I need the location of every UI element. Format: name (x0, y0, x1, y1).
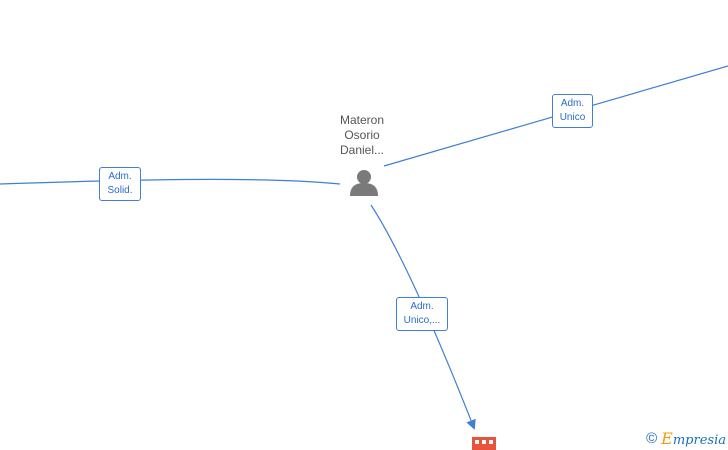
edge-line-unico2 (370, 204, 476, 430)
brand-rest: mpresia (672, 433, 726, 448)
building-icon[interactable] (472, 437, 496, 450)
edge-line-solid (0, 178, 341, 185)
empresia-watermark: © Empresia (646, 429, 726, 448)
edge-label-adm-unico-truncated[interactable]: Adm. Unico,... (396, 297, 448, 331)
edge-label-line-2: Unico,... (403, 315, 441, 326)
edge-label-line-1: Adm. (410, 301, 434, 312)
edge-label-line-2: Solid. (107, 185, 133, 196)
brand-initial: E (661, 429, 673, 448)
person-name-label[interactable]: Materon Osorio Daniel... (322, 113, 402, 158)
edge-label-line-1: Adm. (108, 171, 132, 182)
edge-label-adm-unico[interactable]: Adm. Unico (552, 94, 593, 128)
copyright-symbol: © (646, 430, 658, 447)
person-icon[interactable] (350, 170, 378, 196)
edge-label-adm-solid[interactable]: Adm. Solid. (99, 167, 141, 201)
person-name-line-1: Materon (339, 113, 385, 127)
brand-logo: Empresia (661, 429, 726, 448)
person-name-line-3: Daniel... (339, 143, 385, 157)
edge-label-line-2: Unico (559, 112, 586, 123)
edge-label-line-1: Adm. (560, 98, 585, 109)
person-name-line-2: Osorio (344, 128, 380, 142)
